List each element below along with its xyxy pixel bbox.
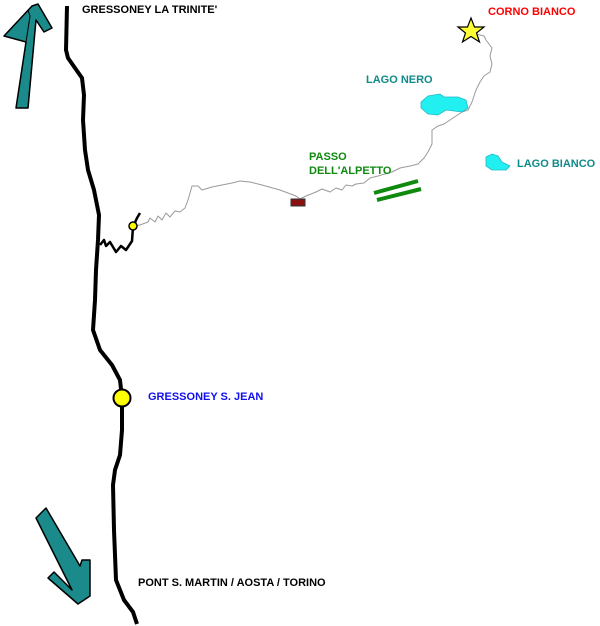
lago-nero-lake (420, 93, 469, 116)
gressoney-s-jean-marker-icon (112, 388, 132, 408)
summit-star-icon (456, 16, 486, 44)
label-dell-alpetto: DELL'ALPETTO (309, 165, 392, 177)
pass-marker-icon (373, 179, 422, 202)
arrow-up-icon (3, 3, 53, 109)
label-lago-nero: LAGO NERO (366, 74, 433, 86)
label-gressoney-la-trinite: GRESSONEY LA TRINITE' (82, 4, 218, 16)
hut-icon (290, 198, 306, 207)
label-gressoney-s-jean: GRESSONEY S. JEAN (148, 391, 264, 403)
label-passo: PASSO (309, 151, 347, 163)
trailhead-marker-icon (128, 221, 138, 231)
main-road (64, 5, 139, 625)
label-pont-s-martin: PONT S. MARTIN / AOSTA / TORINO (138, 577, 326, 589)
arrow-down-right-icon (35, 507, 91, 605)
label-corno-bianco: CORNO BIANCO (488, 6, 576, 18)
lago-bianco-lake (485, 153, 511, 171)
hairpin-road (99, 212, 142, 254)
label-lago-bianco: LAGO BIANCO (517, 158, 596, 170)
hiking-trail (132, 33, 493, 227)
